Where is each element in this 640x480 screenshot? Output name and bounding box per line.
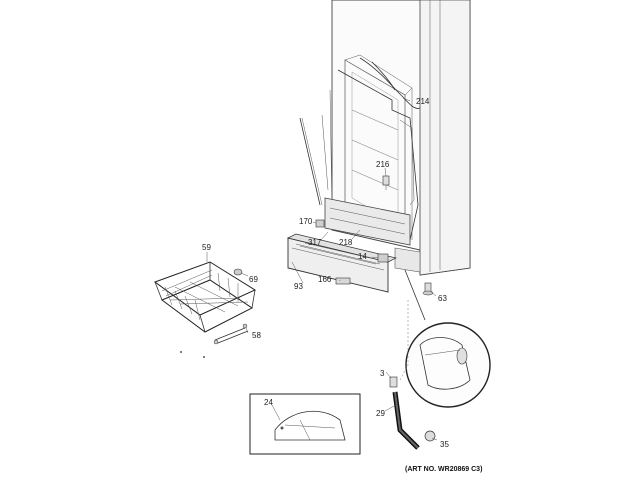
art-number: (ART NO. WR20869 C3) bbox=[405, 466, 482, 473]
leader-lines bbox=[206, 97, 438, 441]
label-214: 214 bbox=[416, 97, 430, 106]
part-58-slides bbox=[213, 323, 249, 345]
part-63-leveling-leg bbox=[422, 282, 434, 296]
loose-dots bbox=[180, 351, 205, 358]
label-29: 29 bbox=[376, 409, 385, 418]
label-63: 63 bbox=[438, 294, 447, 303]
part-35-cap bbox=[424, 430, 436, 442]
drain-rod bbox=[299, 114, 329, 206]
part-166-bracket bbox=[335, 277, 351, 285]
wire-basket bbox=[153, 261, 257, 333]
label-14: 14 bbox=[358, 252, 367, 261]
label-3: 3 bbox=[380, 369, 385, 378]
part-29-drain-tube bbox=[392, 391, 420, 450]
kick-plate-grille bbox=[286, 233, 398, 293]
label-69: 69 bbox=[249, 275, 258, 284]
label-59: 59 bbox=[202, 243, 211, 252]
label-216: 216 bbox=[376, 160, 390, 169]
inset-detail-box bbox=[249, 393, 361, 455]
label-35: 35 bbox=[440, 440, 449, 449]
label-24: 24 bbox=[264, 398, 273, 407]
label-317: 317 bbox=[308, 238, 322, 247]
part-14-clip bbox=[377, 253, 389, 263]
label-58: 58 bbox=[252, 331, 261, 340]
label-218: 218 bbox=[339, 238, 353, 247]
cabinet-body bbox=[324, 0, 471, 276]
label-166: 166 bbox=[318, 275, 332, 284]
part-69-screw bbox=[233, 268, 249, 277]
dotted-guide-lines bbox=[399, 300, 409, 381]
part-170-clip bbox=[315, 219, 325, 228]
label-170: 170 bbox=[299, 217, 313, 226]
label-93: 93 bbox=[294, 282, 303, 291]
detail-magnifier-circle bbox=[404, 269, 491, 408]
part-3-fitting bbox=[389, 376, 398, 388]
